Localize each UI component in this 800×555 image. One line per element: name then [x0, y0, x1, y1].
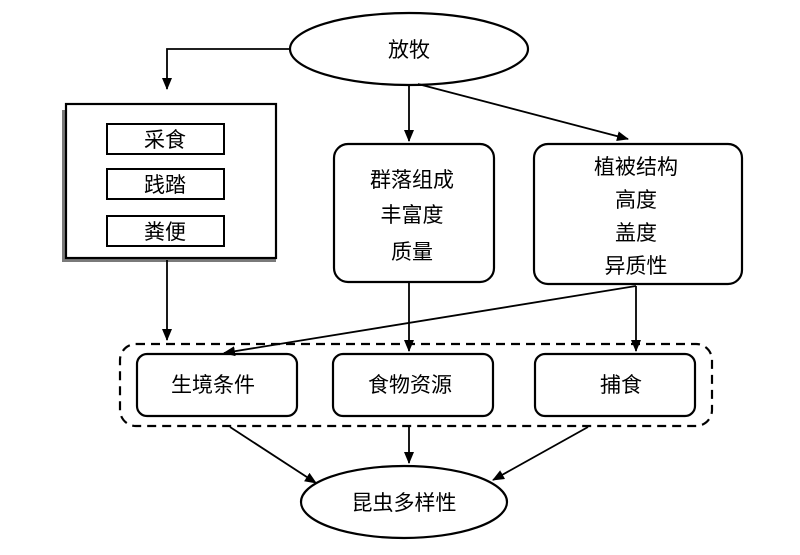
arrow-group-right-to-diversity	[492, 426, 589, 481]
behavior-trampling-label: 践踏	[144, 173, 186, 197]
grazing-node: 放牧	[288, 11, 530, 87]
arrow-grazing-to-vegetation	[417, 83, 629, 142]
habitat-label: 生境条件	[171, 373, 255, 397]
predation-node: 捕食	[533, 352, 697, 418]
behavior-item-trampling: 践踏	[106, 168, 225, 200]
diversity-label: 昆虫多样性	[352, 491, 457, 515]
community-label-1: 丰富度	[381, 203, 444, 227]
vegetation-label-1: 高度	[615, 188, 657, 212]
predation-label: 捕食	[600, 373, 642, 397]
vegetation-structure-box: 植被结构 高度 盖度 异质性	[532, 142, 744, 286]
habitat-node: 生境条件	[135, 352, 299, 418]
community-label-0: 群落组成	[370, 168, 454, 192]
vegetation-label-0: 植被结构	[594, 155, 678, 179]
behavior-item-dung: 粪便	[106, 215, 225, 247]
behavior-item-feeding: 采食	[106, 123, 225, 155]
vegetation-label-3: 异质性	[605, 254, 668, 278]
grazing-behaviors-box: 采食 践踏 粪便	[62, 102, 278, 262]
community-composition-box: 群落组成 丰富度 质量	[332, 142, 496, 284]
behavior-dung-label: 粪便	[144, 220, 186, 244]
arrow-group-left-to-diversity	[229, 426, 317, 484]
connectors	[162, 48, 641, 484]
food-node: 食物资源	[331, 352, 495, 418]
arrow-vegetation-to-habitat	[223, 285, 637, 357]
vegetation-label-2: 盖度	[615, 221, 657, 245]
diversity-node: 昆虫多样性	[299, 464, 509, 540]
food-label: 食物资源	[368, 373, 452, 397]
behavior-feeding-label: 采食	[144, 128, 186, 152]
arrow-grazing-to-behaviors	[162, 48, 291, 90]
community-label-2: 质量	[391, 240, 433, 264]
grazing-label: 放牧	[388, 38, 430, 62]
